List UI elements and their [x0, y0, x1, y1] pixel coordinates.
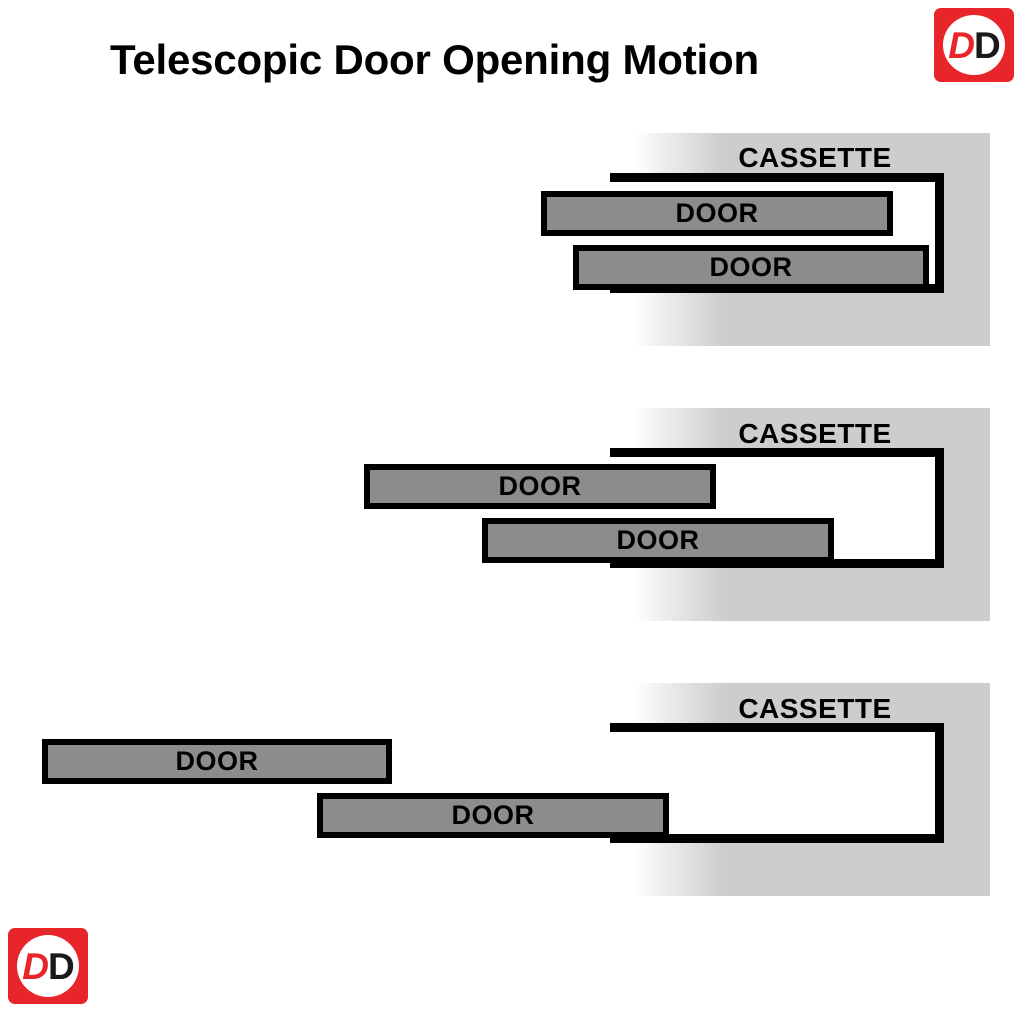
door-panel-2: DOOR: [573, 245, 929, 290]
logo-letter-d-black: D: [974, 24, 1001, 66]
door-panel-1: DOOR: [42, 739, 392, 784]
logo-text: DD: [948, 24, 1001, 66]
logo-oval: DD: [943, 15, 1005, 75]
cassette-frame: [610, 723, 944, 843]
door-panel-1: DOOR: [364, 464, 716, 509]
door-panel-1: DOOR: [541, 191, 893, 236]
door-label: DOOR: [498, 471, 582, 501]
door-label: DOOR: [675, 198, 759, 228]
door-label: DOOR: [175, 746, 259, 776]
logo-letter-d-red: D: [22, 945, 49, 987]
door-panel-2: DOOR: [482, 518, 834, 563]
logo-oval: DD: [17, 935, 79, 997]
door-label: DOOR: [451, 800, 535, 830]
logo-letter-d-black: D: [48, 945, 75, 987]
door-label: DOOR: [709, 252, 793, 282]
cassette-label: CASSETTE: [738, 142, 892, 173]
cassette-label: CASSETTE: [738, 418, 892, 449]
door-label: DOOR: [616, 525, 700, 555]
door-panel-2: DOOR: [317, 793, 669, 838]
page-title: Telescopic Door Opening Motion: [110, 36, 759, 83]
logo-letter-d-red: D: [948, 24, 975, 66]
logo-text: DD: [22, 945, 75, 987]
dd-logo-bottom: DD: [8, 928, 88, 1004]
cassette-label: CASSETTE: [738, 693, 892, 724]
dd-logo-top: DD: [934, 8, 1014, 82]
